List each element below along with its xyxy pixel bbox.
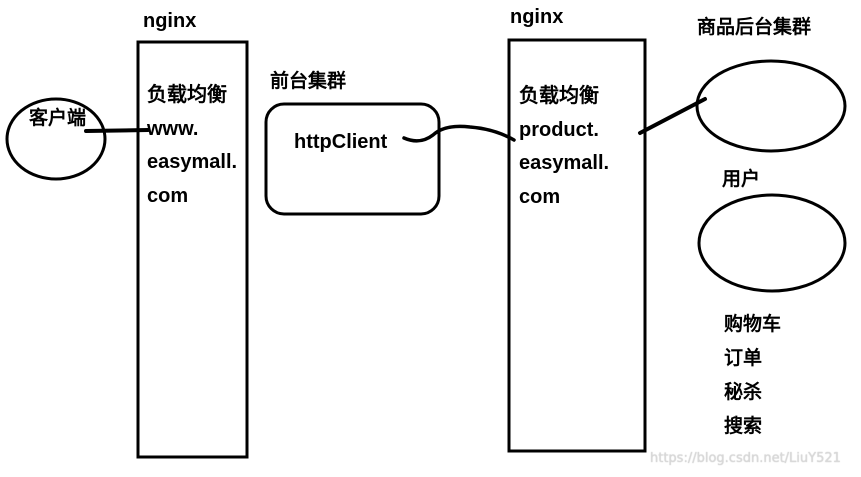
nginx-to-product-connector	[638, 97, 707, 135]
frontend-cluster-box	[264, 102, 441, 216]
right-nginx-label-line: product.	[519, 118, 599, 141]
left-nginx-title: nginx	[143, 10, 197, 32]
right-nginx-label-line: easymall.	[519, 152, 610, 175]
product-cluster-shape	[695, 59, 847, 153]
right-nginx-title: nginx	[510, 6, 564, 28]
frontend-cluster-title: 前台集群	[270, 71, 347, 92]
service-item: 订单	[724, 348, 763, 369]
left-nginx-label: 负载均衡 www. easymall. com	[147, 79, 237, 213]
service-item: 秘杀	[724, 382, 763, 403]
left-nginx-label-line: www.	[147, 117, 199, 140]
user-service-shape	[697, 193, 847, 293]
right-nginx-label-line: com	[519, 185, 561, 208]
httpclient-label: httpClient	[294, 131, 388, 153]
right-nginx-label-line: 负载均衡	[519, 85, 599, 107]
httpclient-to-nginx-connector	[402, 124, 516, 143]
service-item: 搜索	[724, 416, 763, 437]
right-nginx-box	[507, 38, 647, 453]
left-nginx-label-line: 负载均衡	[147, 84, 227, 106]
user-service-title: 用户	[722, 169, 761, 190]
service-item: 购物车	[724, 314, 782, 335]
left-nginx-label-line: com	[147, 184, 189, 207]
product-cluster-title: 商品后台集群	[697, 17, 812, 38]
client-label: 客户端	[29, 108, 87, 129]
left-nginx-label-line: easymall.	[147, 151, 238, 174]
services-list: 购物车 订单 秘杀 搜索	[724, 308, 781, 444]
left-nginx-box	[136, 40, 249, 459]
right-nginx-label: 负载均衡 product. easymall. com	[519, 80, 609, 214]
watermark: https://blog.csdn.net/LiuY521	[650, 451, 841, 466]
client-node-shape	[5, 97, 107, 181]
